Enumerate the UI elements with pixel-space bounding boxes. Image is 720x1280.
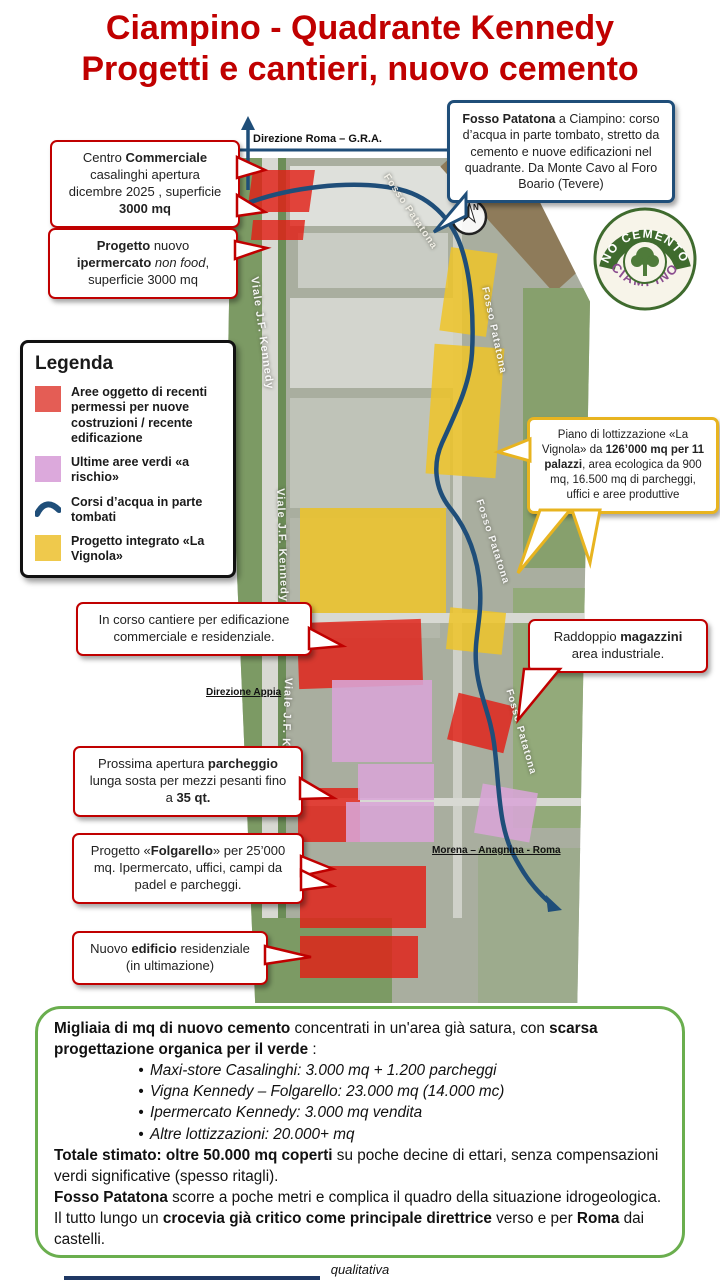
legend-item-red: Aree oggetto di recenti permessi per nuo… [35, 385, 221, 446]
summary-bullet-1: • Maxi-store Casalinghi: 3.000 mq + 1.20… [54, 1060, 666, 1081]
map-patch [290, 398, 450, 508]
legend-panel: Legenda Aree oggetto di recenti permessi… [20, 340, 236, 578]
legend-label: Aree oggetto di recenti permessi per nuo… [71, 385, 208, 445]
overlay-area-red-folgarello [300, 866, 426, 928]
bullet-marker: • [138, 1104, 144, 1122]
map-patch [290, 298, 455, 388]
no-cemento-ciampino-logo: NO CEMENTO CIAMPINO [593, 207, 697, 311]
bottom-bar [64, 1276, 320, 1280]
callout-fosso-patatona-text: Fosso Patatona a Ciampino: corso d’acqua… [462, 112, 660, 191]
map-patch [290, 166, 460, 226]
callout-pointer [235, 155, 269, 180]
callout-fosso-patatona: Fosso Patatona a Ciampino: corso d’acqua… [432, 100, 675, 234]
map-patch [278, 158, 286, 1003]
callout-folgarello-text: Progetto «Folgarello» per 25’000 mq. Ipe… [90, 843, 286, 892]
direction-morena-label: Morena – Anagnina - Roma [432, 845, 561, 856]
bullet-marker: • [138, 1083, 144, 1101]
page-title-line1: Ciampino - Quadrante Kennedy [105, 9, 615, 47]
tree-icon [631, 247, 659, 276]
callout-edificio-residenziale-text: Nuovo edificio residenziale (in ultimazi… [90, 941, 250, 973]
bullet-marker: • [138, 1125, 144, 1143]
callout-pointer [235, 192, 269, 218]
page-title: Ciampino - Quadrante Kennedy Progetti e … [0, 8, 720, 91]
legend-item-yellow: Progetto integrato «La Vignola» [35, 534, 221, 565]
callout-la-vignola-text: Piano di lottizzazione «La Vignola» da 1… [541, 429, 705, 501]
summary-panel: Migliaia di mq di nuovo cemento concentr… [35, 1006, 685, 1258]
callout-pointer [233, 239, 272, 261]
callout-ipermercato-text: Progetto nuovo ipermercato non food, sup… [76, 238, 210, 287]
legend-swatch-red [35, 386, 61, 412]
callout-cantiere: In corso cantiere per edificazione comme… [76, 602, 348, 656]
map-patch [453, 218, 462, 918]
legend-swatch-yellow [35, 535, 61, 561]
callout-centro-commerciale-text: Centro Commerciale casalinghi apertura d… [68, 150, 222, 216]
legend-swatch-pink [35, 456, 61, 482]
callout-pointer [307, 625, 348, 651]
callout-raddoppio-magazzini-text: Raddoppio magazzini area industriale. [553, 629, 683, 661]
callout-parcheggio: Prossima apertura parcheggio lunga sosta… [73, 746, 339, 817]
map-patch [298, 233, 448, 288]
legend-swatch-river-icon [35, 501, 61, 517]
direction-roma-arrow [241, 116, 255, 190]
summary-bullet-text: Vigna Kennedy – Folgarello: 23.000 mq (1… [150, 1083, 505, 1101]
callout-pointer [299, 854, 338, 878]
page-title-line2: Progetti e cantieri, nuovo cemento [81, 50, 639, 89]
callout-ipermercato: Progetto nuovo ipermercato non food, sup… [48, 228, 272, 299]
summary-bullet-3: • Ipermercato Kennedy: 3.000 mq vendita [54, 1102, 666, 1123]
legend-label: Ultime aree verdi «a rischio» [71, 455, 190, 485]
summary-bullet-text: Altre lottizzazioni: 20.000+ mq [150, 1125, 355, 1143]
callout-pointer [298, 775, 339, 801]
callout-pointer [432, 190, 468, 234]
overlay-area-pink-1 [332, 680, 432, 762]
map-patch [478, 848, 590, 1003]
overlay-area-yellow-3 [300, 508, 446, 613]
overlay-area-red-edificio [300, 936, 418, 978]
callout-centro-commerciale: Centro Commerciale casalinghi apertura d… [50, 140, 269, 228]
legend-item-river: Corsi d’acqua in parte tombati [35, 495, 221, 526]
summary-line1: Migliaia di mq di nuovo cemento concentr… [54, 1020, 598, 1059]
callout-cantiere-text: In corso cantiere per edificazione comme… [98, 612, 290, 644]
direction-roma-label: Direzione Roma – G.R.A. [253, 133, 382, 145]
overlay-area-pink-2 [358, 764, 434, 800]
direction-appia-label: Direzione Appia [206, 687, 282, 698]
callout-pointer [516, 508, 574, 574]
map-patch [262, 613, 590, 623]
summary-bullet-text: Maxi-store Casalinghi: 3.000 mq + 1.200 … [150, 1062, 497, 1080]
callout-edificio-residenziale: Nuovo edificio residenziale (in ultimazi… [72, 931, 312, 985]
callout-raddoppio-magazzini: Raddoppio magazzini area industriale. [516, 619, 708, 724]
summary-line3: Fosso Patatona scorre a poche metri e co… [54, 1188, 662, 1206]
footer-caption: qualitativa [330, 1262, 390, 1277]
summary-line4: Il tutto lungo un crocevia già critico c… [54, 1209, 645, 1249]
legend-title: Legenda [35, 353, 114, 374]
summary-bullet-text: Ipermercato Kennedy: 3.000 mq vendita [150, 1104, 423, 1122]
summary-line2: Totale stimato: oltre 50.000 mq coperti … [54, 1146, 659, 1185]
callout-pointer [263, 944, 312, 966]
overlay-area-pink-3 [346, 802, 434, 842]
river-path [245, 182, 562, 912]
callout-pointer [299, 867, 338, 892]
callout-pointer [493, 436, 532, 463]
bullet-marker: • [138, 1062, 144, 1080]
callout-pointer [516, 667, 563, 724]
legend-label: Corsi d’acqua in parte tombati [71, 494, 203, 524]
summary-bullet-2: • Vigna Kennedy – Folgarello: 23.000 mq … [54, 1081, 666, 1102]
legend-label: Progetto integrato «La Vignola» [71, 534, 205, 564]
legend-item-pink: Ultime aree verdi «a rischio» [35, 455, 221, 486]
callout-la-vignola: Piano di lottizzazione «La Vignola» da 1… [493, 417, 719, 574]
summary-bullet-4: • Altre lottizzazioni: 20.000+ mq [54, 1124, 666, 1145]
svg-text:N: N [473, 203, 479, 212]
callout-parcheggio-text: Prossima apertura parcheggio lunga sosta… [89, 756, 287, 805]
callout-pointer [569, 508, 602, 569]
callout-folgarello: Progetto «Folgarello» per 25’000 mq. Ipe… [72, 833, 338, 904]
